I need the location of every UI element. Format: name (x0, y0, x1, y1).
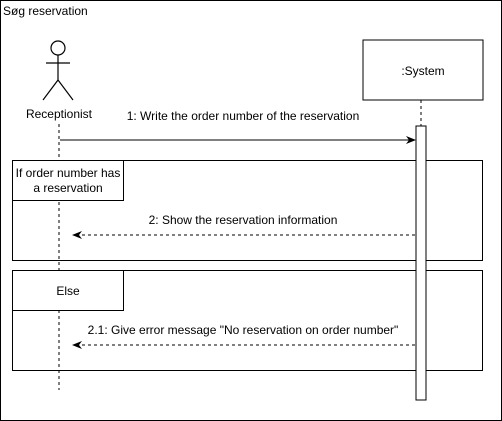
else-guard-label: Else (56, 284, 80, 298)
system-activation-bar (415, 125, 427, 401)
system-label: :System (401, 64, 444, 78)
alt-guard-box (12, 160, 124, 201)
else-guard-box (12, 270, 124, 311)
alt-guard-line2: a reservation (33, 181, 102, 195)
message-1-label: 1: Write the order number of the reserva… (127, 109, 360, 123)
message-3-label: 2.1: Give error message "No reservation … (88, 323, 399, 337)
system-box (362, 39, 484, 101)
actor-icon (42, 40, 74, 101)
message-2-label: 2: Show the reservation information (149, 213, 338, 227)
actor-label: Receptionist (26, 107, 93, 121)
else-fragment (12, 270, 483, 371)
alt-fragment (12, 160, 483, 261)
alt-guard-line1: If order number has (16, 166, 121, 180)
diagram-title: Søg reservation (3, 4, 88, 18)
